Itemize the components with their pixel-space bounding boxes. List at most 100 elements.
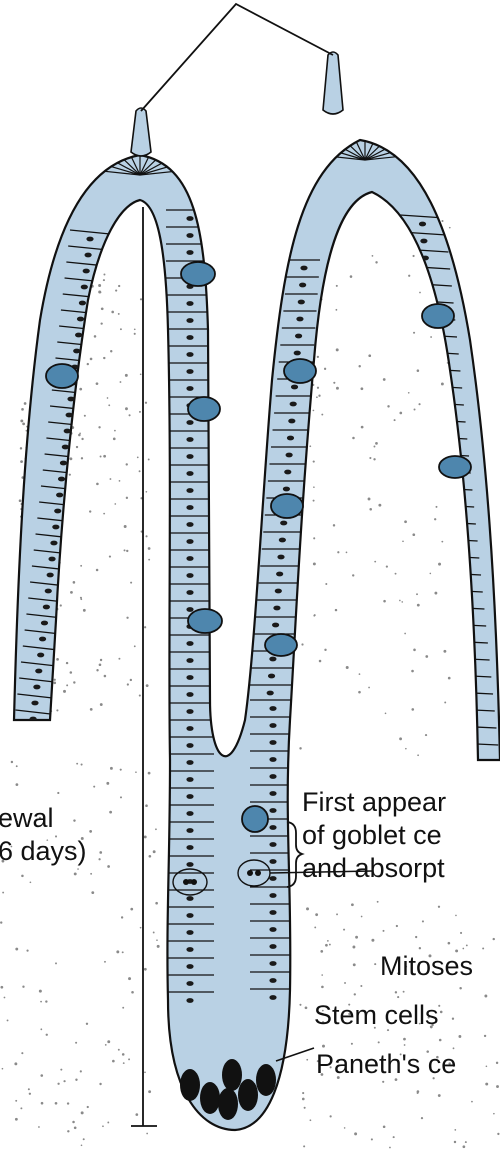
stroma-dot xyxy=(90,873,92,875)
stroma-dot xyxy=(374,446,376,448)
nucleus xyxy=(186,335,193,340)
nucleus xyxy=(269,740,276,745)
goblet-cell xyxy=(242,806,268,832)
nucleus xyxy=(434,409,441,414)
stroma-dot xyxy=(374,561,376,563)
stroma-dot xyxy=(144,1071,146,1073)
nucleus xyxy=(268,674,275,679)
mitosis-chromatin xyxy=(191,879,197,885)
stroma-dot xyxy=(413,332,415,334)
goblet-cell xyxy=(284,359,316,383)
stroma-dot xyxy=(140,373,142,375)
stroma-dot xyxy=(19,499,22,502)
nucleus xyxy=(453,630,460,635)
nucleus xyxy=(186,896,193,901)
stroma-dot xyxy=(83,609,86,612)
nucleus xyxy=(186,726,193,731)
stroma-dot xyxy=(314,614,316,616)
nucleus xyxy=(441,494,448,499)
nucleus xyxy=(446,545,453,550)
stroma-dot xyxy=(110,478,112,480)
stroma-dot xyxy=(22,422,25,425)
stroma-dot xyxy=(126,617,128,619)
first-appearance-label-line2: of goblet ce xyxy=(302,820,442,851)
stroma-dot xyxy=(396,925,398,927)
stroma-dot xyxy=(156,939,158,941)
stroma-dot xyxy=(378,504,381,507)
stroma-dot xyxy=(352,437,355,440)
stroma-dot xyxy=(344,1127,346,1129)
stroma-dot xyxy=(98,291,101,294)
stroma-dot xyxy=(20,460,23,463)
stroma-dot xyxy=(118,1049,120,1051)
stroma-dot xyxy=(321,974,323,976)
stroma-dot xyxy=(448,677,451,680)
stroma-dot xyxy=(149,855,152,858)
nucleus xyxy=(269,774,276,779)
nucleus xyxy=(186,539,193,544)
nucleus xyxy=(186,743,193,748)
stroma-dot xyxy=(351,1043,353,1045)
stroma-dot xyxy=(79,388,82,391)
stroma-dot xyxy=(382,1081,384,1083)
stroma-dot xyxy=(76,446,78,448)
nucleus xyxy=(186,318,193,323)
stroma-dot xyxy=(360,985,362,987)
stroma-dot xyxy=(303,1145,305,1147)
nucleus xyxy=(186,301,193,306)
stroma-dot xyxy=(55,962,57,964)
stroma-dot xyxy=(4,997,6,999)
stroma-dot xyxy=(313,500,315,502)
paneth-cell xyxy=(180,1069,200,1101)
stroma-dot xyxy=(96,569,99,572)
stroma-dot xyxy=(103,357,105,359)
nucleus xyxy=(186,522,193,527)
stroma-dot xyxy=(83,1138,85,1140)
stroma-dot xyxy=(439,1039,442,1042)
stroma-dot xyxy=(346,552,348,554)
stroma-dot xyxy=(443,650,446,653)
nucleus xyxy=(186,573,193,578)
nucleus xyxy=(444,528,451,533)
stroma-dot xyxy=(304,1107,306,1109)
stroma-dot xyxy=(375,261,377,263)
stroma-dot xyxy=(84,415,86,417)
nucleus xyxy=(186,386,193,391)
stroma-dot xyxy=(123,1062,125,1064)
nucleus xyxy=(186,692,193,697)
stroma-dot xyxy=(434,518,436,520)
nucleus xyxy=(186,216,193,221)
stroma-dot xyxy=(54,679,56,681)
stroma-dot xyxy=(79,432,81,434)
stroma-dot xyxy=(313,410,315,412)
nucleus xyxy=(269,910,276,915)
stroma-dot xyxy=(320,950,323,953)
stroma-dot xyxy=(74,872,77,875)
goblet-cell xyxy=(271,494,303,518)
stroma-dot xyxy=(75,1042,77,1044)
stroma-dot xyxy=(2,892,4,894)
stroma-dot xyxy=(29,1093,31,1095)
stroma-dot xyxy=(21,875,23,877)
stroma-dot xyxy=(394,419,396,421)
stroma-dot xyxy=(148,458,150,460)
stroma-dot xyxy=(148,1090,151,1093)
stroma-dot xyxy=(335,309,337,311)
stroma-dot xyxy=(434,592,437,595)
stroma-dot xyxy=(448,942,451,945)
renewal-label-line1: ewal xyxy=(0,803,54,834)
nucleus xyxy=(54,509,61,514)
nucleus xyxy=(295,334,302,339)
stroma-dot xyxy=(319,660,322,663)
stroma-dot xyxy=(128,1058,130,1060)
stroma-dot xyxy=(134,328,136,330)
stroma-dot xyxy=(89,510,91,512)
mitosis-chromatin xyxy=(255,870,261,876)
stroma-dot xyxy=(20,419,23,422)
nucleus xyxy=(269,808,276,813)
stroma-dot xyxy=(100,455,102,457)
stroma-dot xyxy=(404,520,407,523)
stroma-dot xyxy=(383,600,386,603)
stroma-dot xyxy=(335,609,337,611)
nucleus xyxy=(64,429,71,434)
